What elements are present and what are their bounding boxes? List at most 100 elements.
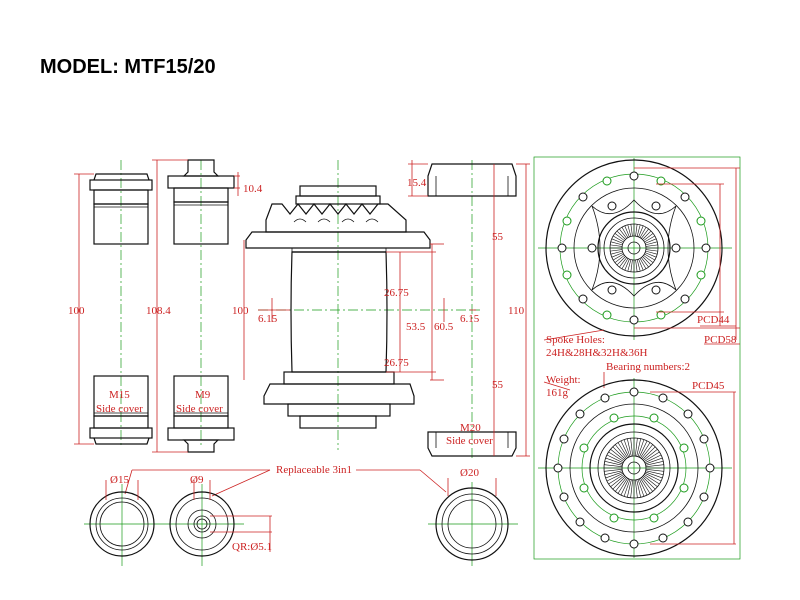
bearing-hatch-line xyxy=(617,478,628,494)
bearing-hatch-line xyxy=(614,255,625,263)
bearing-hatch-line xyxy=(606,472,624,482)
bearing-hatch-line xyxy=(644,252,657,258)
bearing-hatch-line xyxy=(644,253,655,261)
bearing-hatch-line xyxy=(619,257,627,268)
bearing-hatch-line xyxy=(630,438,633,457)
dim-110: 110 xyxy=(508,305,525,317)
bearing-hatch-line xyxy=(642,476,656,490)
bearing-hatch-line xyxy=(644,472,662,482)
bearing-hatch-line xyxy=(615,444,627,459)
bearing-hatch-line xyxy=(645,457,663,465)
bearing-hatch-line xyxy=(645,250,658,255)
bearing-hatch-line xyxy=(620,478,630,496)
bearing-hatch-line xyxy=(636,224,641,237)
bearing-hatch-line xyxy=(604,470,623,475)
bearing-hatch-line xyxy=(608,451,624,462)
bearing-hatch-line xyxy=(616,256,626,266)
m20-label: M20 xyxy=(460,422,481,434)
bearing-hatch-line xyxy=(610,250,623,255)
dim-60-5: 60.5 xyxy=(434,321,454,333)
right-panel-frame xyxy=(533,156,741,560)
bearing-hatch-line xyxy=(645,471,663,479)
pcd45-label: PCD45 xyxy=(692,380,725,392)
dim-55-upper: 55 xyxy=(492,231,504,243)
m9-sublabel: Side cover xyxy=(176,403,223,415)
bearing-hatch-line xyxy=(644,451,660,462)
bearing-hatch-line xyxy=(635,438,638,457)
non-disc-flange-view xyxy=(538,378,736,558)
bearing-hatch-line xyxy=(637,439,645,457)
bearing-hatch-line xyxy=(604,469,623,472)
bearing-hatch-line xyxy=(630,259,633,272)
bearing-hatch-line xyxy=(644,235,655,243)
pcd58-label: PCD58 xyxy=(704,334,737,346)
bearing-hatch-line xyxy=(610,241,623,246)
dim-100-m15: 100 xyxy=(68,305,85,317)
bearing-hatch-line xyxy=(630,479,633,498)
bearing-hatch-line xyxy=(623,479,631,497)
dim-6-15-left: 6.15 xyxy=(258,313,278,325)
bearing-hatch-line xyxy=(637,479,645,497)
bearing-hatch-line xyxy=(610,244,623,247)
dim-108-4: 108.4 xyxy=(146,305,171,317)
bearing-hatch-line xyxy=(620,440,630,458)
bearing-hatch-line xyxy=(627,479,632,498)
bearing-hatch-line xyxy=(644,454,662,464)
bearing-hatch-line xyxy=(645,249,658,252)
m9-end-view xyxy=(160,480,272,566)
bearing-hatch-line xyxy=(645,461,664,466)
bearing-hatch-line xyxy=(645,464,664,467)
bearing-hatch-line xyxy=(615,477,627,492)
bearing-hatch-line xyxy=(611,252,624,258)
bearing-hatch-line xyxy=(604,461,623,466)
bearing-hatch-line xyxy=(635,224,638,237)
dim-26-75-upper: 26.75 xyxy=(384,287,409,299)
hub-body-side-view xyxy=(124,160,480,497)
bearing-hatch-line xyxy=(612,476,626,490)
bearing-hatch-line xyxy=(624,258,630,271)
bearing-hatch-line xyxy=(643,475,658,487)
bearing-hatch-line xyxy=(627,259,632,272)
dim-phi-15: Ø15 xyxy=(110,474,129,486)
bearing-hatch-line xyxy=(635,479,638,498)
bearing-hatch-line xyxy=(605,471,623,479)
bearing-hatch-line xyxy=(638,478,648,496)
bearing-hatch-line xyxy=(640,478,651,494)
bearing-hatch-line xyxy=(610,249,623,252)
bearing-hatch-line xyxy=(640,442,651,458)
dim-10-4: 10.4 xyxy=(243,183,263,195)
m15-side-cover xyxy=(74,160,153,448)
bearing-hatch-line xyxy=(623,439,631,457)
bearing-hatch-line xyxy=(642,230,652,240)
m15-end-view xyxy=(84,480,160,566)
dim-6-15-right: 6.15 xyxy=(460,313,480,325)
bearing-hatch-line xyxy=(642,256,652,266)
bearing-hatch-line xyxy=(612,446,626,460)
bearing-hatch-line xyxy=(642,446,656,460)
dim-53-5: 53.5 xyxy=(406,321,426,333)
bearing-hatch-line xyxy=(621,258,629,269)
bearing-hatch-line xyxy=(645,470,664,475)
spoke-holes-label: Spoke Holes: xyxy=(546,334,605,346)
bearing-hatch-line xyxy=(611,238,624,244)
dim-phi-9: Ø9 xyxy=(190,474,204,486)
m9-label: M9 xyxy=(195,389,211,401)
dim-phi-20: Ø20 xyxy=(460,467,479,479)
bearing-hatch-line xyxy=(643,233,654,241)
bearing-hatch-line xyxy=(636,438,641,457)
bearing-hatch-line xyxy=(641,228,649,239)
bearing-hatch-line xyxy=(635,259,638,272)
bearing-hatch-line xyxy=(606,454,624,464)
qr-label: QR:Ø5.1 xyxy=(232,541,272,553)
bearing-hatch-line xyxy=(643,449,658,461)
bearing-hatch-line xyxy=(610,475,625,487)
dim-55-lower: 55 xyxy=(492,379,504,391)
bearing-hatch-line xyxy=(636,259,641,272)
bearing-hatch-line xyxy=(613,235,624,243)
bearing-hatch-line xyxy=(608,474,624,485)
disc-side-flange-view xyxy=(538,158,740,345)
weight-value: 161g xyxy=(546,387,569,399)
dim-100-hub: 100 xyxy=(232,305,249,317)
bearing-hatch-line xyxy=(645,244,658,247)
bearing-hatch-line xyxy=(645,241,658,246)
